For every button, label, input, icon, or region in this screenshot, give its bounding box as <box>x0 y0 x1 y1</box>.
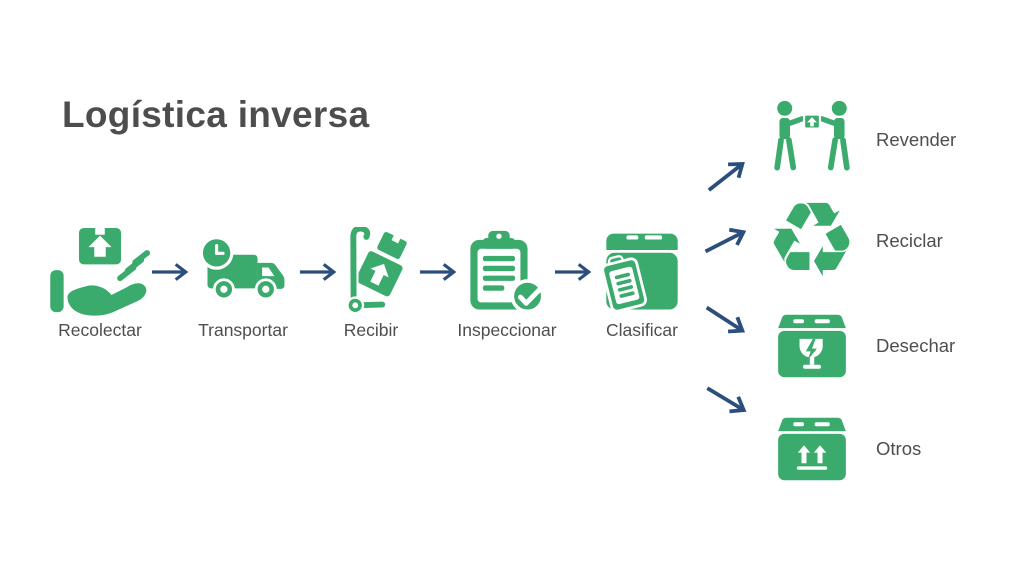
flow-arrow-icon <box>554 263 592 281</box>
fragile-box-icon <box>763 313 860 379</box>
recycling-symbol-icon: ♻ <box>763 179 860 302</box>
outcome-revender: Revender <box>763 97 956 183</box>
process-step-label: Transportar <box>198 320 288 340</box>
branch-arrow-icon <box>706 386 747 414</box>
outcome-reciclar: ♻ Reciclar <box>763 179 943 302</box>
process-step-inspeccionar: Inspeccionar <box>442 226 572 341</box>
flow-arrow-icon <box>419 263 457 281</box>
recycling-glyph: ♻ <box>764 179 859 302</box>
outcome-label: Revender <box>876 129 957 150</box>
process-step-label: Clasificar <box>606 320 678 340</box>
process-step-clasificar: Clasificar <box>577 226 707 341</box>
delivery-truck-clock-icon <box>192 226 294 318</box>
flow-arrow-icon <box>299 263 337 281</box>
people-exchanging-box-icon <box>763 99 860 181</box>
process-step-label: Recibir <box>343 320 399 340</box>
branch-arrow-icon <box>705 305 746 334</box>
process-step-label: Recolectar <box>58 320 142 340</box>
process-step-recolectar: Recolectar <box>35 226 165 341</box>
branch-arrow-icon <box>707 162 745 192</box>
box-arrows-up-icon <box>763 416 860 482</box>
hand-truck-boxes-icon <box>329 226 413 318</box>
outcome-otros: Otros <box>763 414 921 484</box>
outcome-desechar: Desechar <box>763 311 955 381</box>
box-clipboard-icon <box>599 226 685 318</box>
hand-holding-box-icon <box>50 226 150 318</box>
flow-arrow-icon <box>151 263 189 281</box>
process-step-label: Inspeccionar <box>457 320 557 340</box>
process-step-recibir: Recibir <box>306 226 436 341</box>
process-step-transportar: Transportar <box>178 226 308 341</box>
outcome-label: Desechar <box>876 335 956 356</box>
clipboard-check-icon <box>465 226 549 318</box>
outcome-label: Otros <box>876 438 922 459</box>
outcome-label: Reciclar <box>876 230 943 251</box>
page-title: Logística inversa <box>62 94 370 135</box>
branch-arrow-icon <box>704 227 747 254</box>
